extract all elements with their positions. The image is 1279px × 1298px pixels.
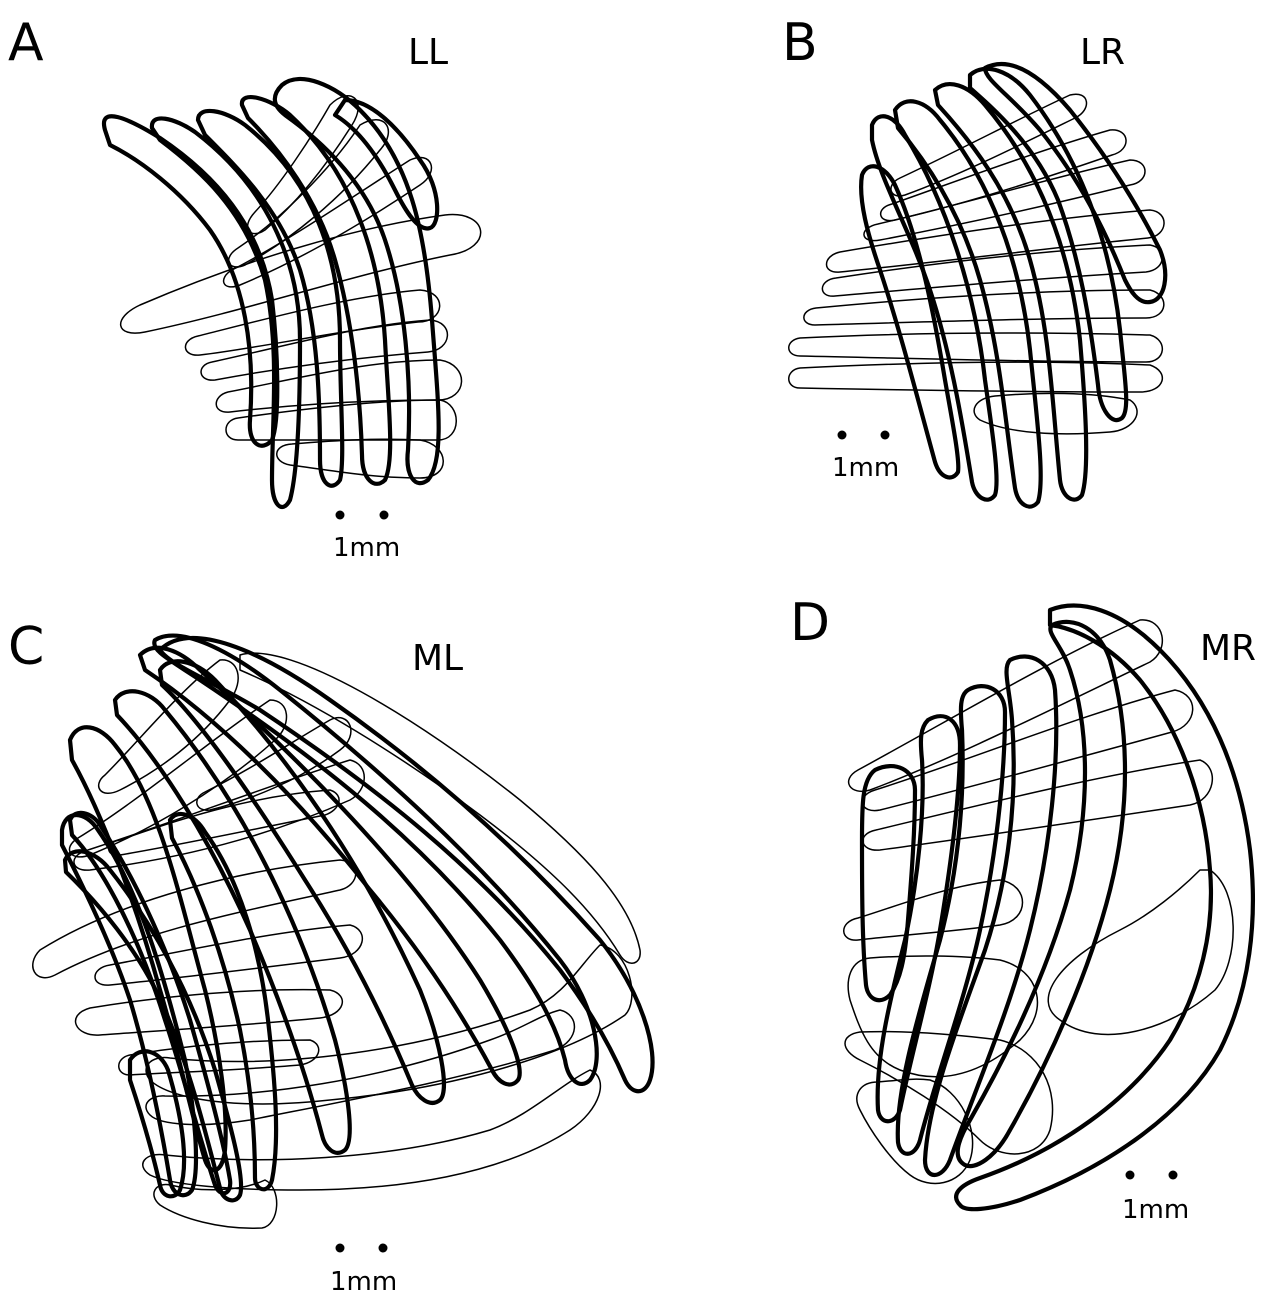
panel-b-letter: B bbox=[782, 13, 818, 73]
contour-d-h2 bbox=[862, 690, 1192, 811]
panel-d-vertical-contours bbox=[862, 606, 1253, 1210]
scale-dot-left bbox=[336, 511, 345, 520]
panel-b: B LR 1mm bbox=[782, 13, 1165, 507]
panel-d-scale-bar: 1mm bbox=[1122, 1171, 1189, 1226]
contour-a-v4 bbox=[242, 97, 390, 484]
panel-d-label: MR bbox=[1200, 628, 1256, 669]
panel-d-letter: D bbox=[790, 593, 830, 653]
panel-c-scale-bar: 1mm bbox=[330, 1244, 397, 1298]
panel-c-label: ML bbox=[412, 638, 463, 679]
scale-dot-right bbox=[379, 1244, 388, 1253]
panel-c: C ML bbox=[8, 617, 653, 1297]
contour-b-h8 bbox=[789, 362, 1163, 392]
panel-b-label: LR bbox=[1080, 32, 1125, 73]
contour-b-h7 bbox=[789, 333, 1163, 362]
panel-a: A LL 1mm bbox=[8, 13, 481, 563]
contour-c-v10 bbox=[160, 638, 653, 1091]
contour-d-v5 bbox=[958, 622, 1125, 1166]
panel-c-letter: C bbox=[8, 617, 44, 677]
scale-dot-left bbox=[1126, 1171, 1135, 1180]
panel-a-letter: A bbox=[8, 13, 44, 73]
panel-d-scale-label: 1mm bbox=[1122, 1195, 1189, 1225]
panel-a-label: LL bbox=[408, 32, 448, 73]
scale-dot-right bbox=[1169, 1171, 1178, 1180]
panel-d: D MR 1mm bbox=[790, 593, 1256, 1225]
panel-a-scale-bar: 1mm bbox=[333, 511, 400, 564]
panel-a-scale-label: 1mm bbox=[333, 533, 400, 563]
panel-b-scale-label: 1mm bbox=[832, 453, 899, 483]
panel-b-vertical-contours bbox=[861, 64, 1165, 507]
contour-d-h8 bbox=[857, 1079, 973, 1183]
panel-b-scale-bar: 1mm bbox=[832, 431, 899, 484]
scale-dot-left bbox=[838, 431, 847, 440]
scale-dot-left bbox=[336, 1244, 345, 1253]
contour-d-v1 bbox=[862, 766, 915, 1000]
contour-c-h4 bbox=[109, 790, 339, 855]
panel-c-scale-label: 1mm bbox=[330, 1267, 397, 1297]
scale-dot-right bbox=[881, 431, 890, 440]
contour-a-v6 bbox=[335, 100, 437, 228]
scale-dot-right bbox=[380, 511, 389, 520]
